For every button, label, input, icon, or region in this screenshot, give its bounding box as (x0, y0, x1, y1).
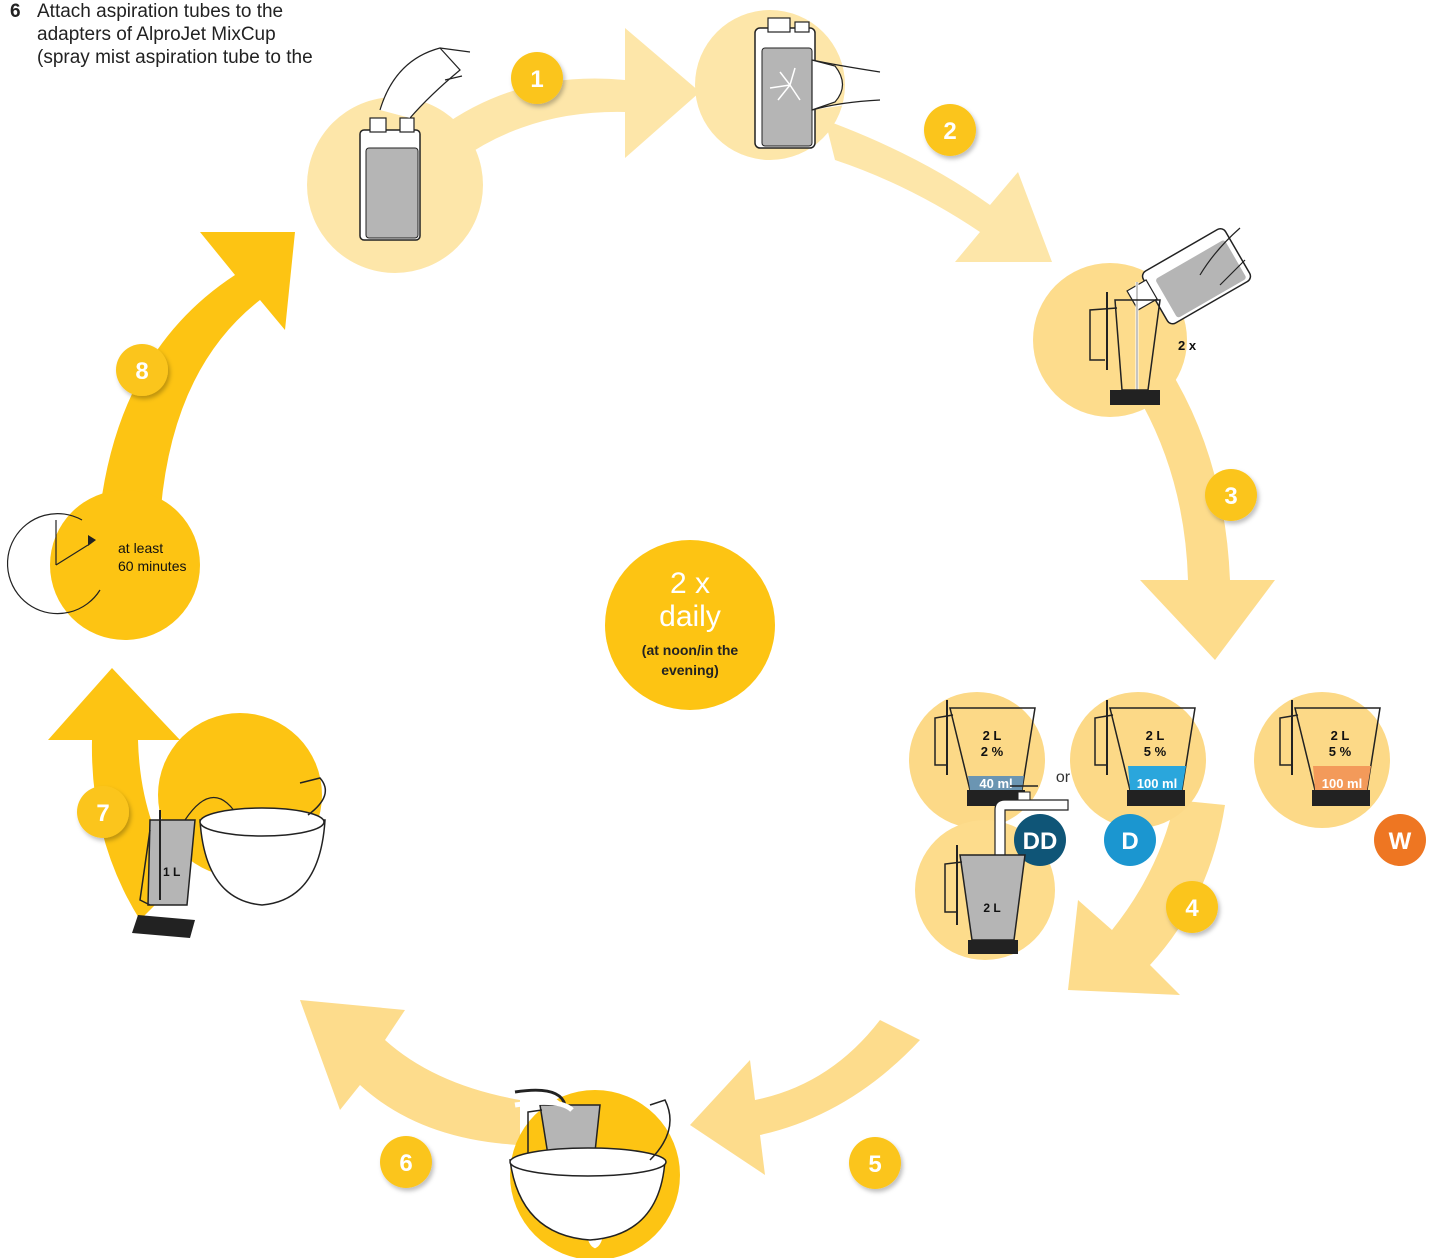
svg-text:1: 1 (530, 66, 543, 93)
step-8-circle (50, 490, 200, 640)
arrow-4-to-5 (1068, 800, 1225, 995)
product-d-circle (1070, 692, 1206, 828)
arrow-2-to-3 (825, 120, 1052, 262)
center-note-line2: evening) (661, 662, 719, 678)
product-w-badge: W (1374, 814, 1426, 866)
empty-into-bowl-illustration: 1 L (132, 777, 327, 938)
step-badge-2: 2 (924, 104, 976, 156)
product-dd-volume: 2 L (983, 728, 1002, 743)
product-d-jug (1094, 700, 1196, 806)
or-label: or (1056, 769, 1071, 786)
aspiration-tubes-illustration (509, 1087, 671, 1249)
svg-text:DD: DD (1023, 828, 1058, 855)
arrow-6-to-7 (300, 1000, 520, 1145)
product-d-volume: 2 L (1146, 728, 1165, 743)
step-badge-3: 3 (1205, 469, 1257, 521)
instruction-body: Attach aspiration tubes to the adapters … (37, 1, 313, 68)
tap-fill-illustration: 2 L (944, 785, 1069, 954)
product-w-circle (1254, 692, 1390, 828)
pour-into-jug-illustration: 2 x (1089, 227, 1252, 405)
product-d-badge: D (1104, 814, 1156, 866)
svg-text:W: W (1389, 828, 1412, 855)
clock-icon (6, 513, 101, 615)
arrow-1-to-2 (440, 28, 700, 160)
product-d-concentration: 5 % (1144, 744, 1167, 759)
svg-text:7: 7 (96, 800, 109, 827)
arrow-8-to-1 (100, 232, 295, 520)
step-badge-7: 7 (77, 786, 129, 838)
svg-text:6: 6 (399, 1150, 412, 1177)
product-dd-badge: DD (1014, 814, 1066, 866)
product-dd-concentration: 2 % (981, 744, 1004, 759)
product-d-dose: 100 ml (1137, 776, 1177, 791)
step-badge-8: 8 (116, 344, 168, 396)
pour-label: 2 x (1178, 338, 1197, 353)
step-badge-4: 4 (1166, 881, 1218, 933)
svg-text:3: 3 (1224, 483, 1237, 510)
center-note-line1: (at noon/in the (642, 642, 739, 658)
wait-label-line2: 60 minutes (118, 558, 186, 574)
product-w-concentration: 5 % (1329, 744, 1352, 759)
dump-label: 1 L (163, 865, 180, 879)
svg-text:8: 8 (135, 358, 148, 385)
product-w-dose: 100 ml (1322, 776, 1362, 791)
product-w-jug (1279, 700, 1381, 806)
step-badge-6: 6 (380, 1136, 432, 1188)
bottle-uncap-illustration (359, 47, 471, 241)
fill-label: 2 L (983, 901, 1000, 915)
center-frequency: 2 x (670, 567, 710, 600)
step-badge-1: 1 (511, 52, 563, 104)
svg-text:4: 4 (1185, 895, 1199, 922)
product-w-volume: 2 L (1331, 728, 1350, 743)
svg-text:5: 5 (868, 1151, 881, 1178)
center-circle (605, 540, 775, 710)
arrow-3-to-4 (1140, 370, 1275, 660)
svg-text:2: 2 (943, 118, 956, 145)
arrow-5-to-6 (690, 1020, 920, 1175)
wait-label-line1: at least (118, 540, 163, 556)
bottle-squeeze-illustration (754, 17, 881, 149)
svg-text:D: D (1121, 828, 1138, 855)
instruction-number: 6 (10, 1, 21, 22)
product-dd-dose: 40 ml (979, 776, 1012, 791)
step-badge-5: 5 (849, 1137, 901, 1189)
center-period: daily (659, 600, 721, 633)
